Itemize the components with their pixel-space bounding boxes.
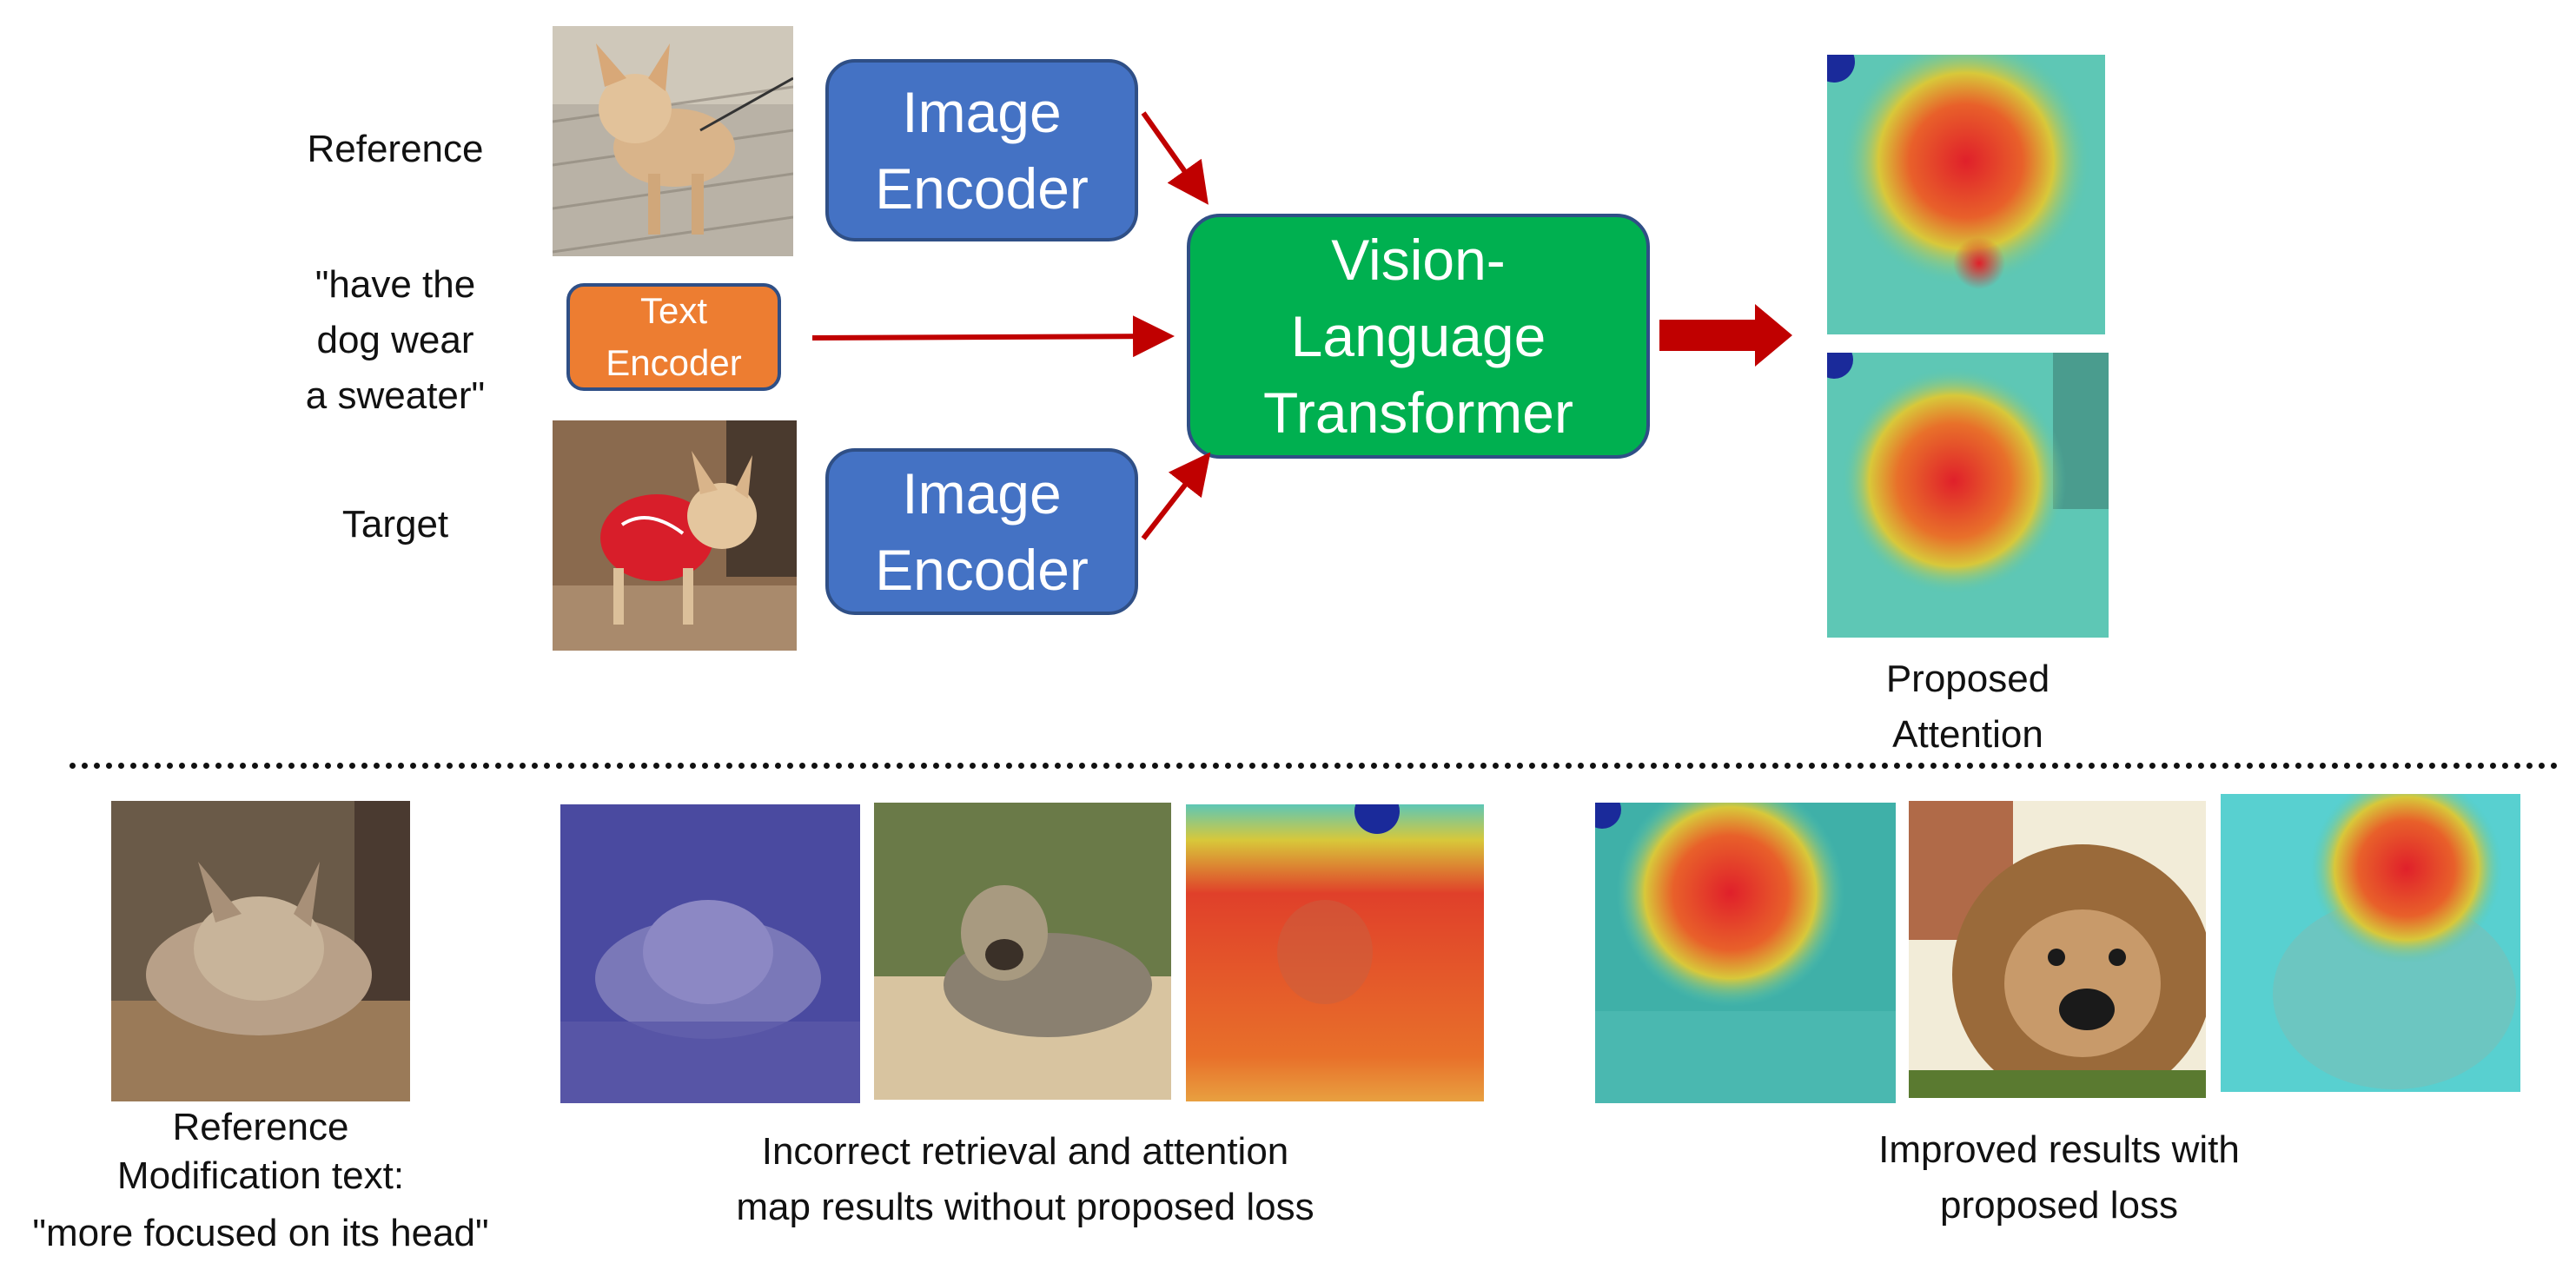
improved-retrieval-dog [1909,801,2206,1098]
target-image [553,420,797,651]
proposed-attention-line1: Proposed [1885,658,2050,700]
proposed-attention-map-top [1827,55,2105,334]
image-encoder-top-line2: Encoder [875,156,1089,221]
query-text-line2: dog wear [316,319,474,361]
text-encoder-line1: Text [639,290,708,331]
improved-attention-map-wolf [1595,803,1896,1103]
query-text-line3: a sweater" [305,374,486,417]
bottom-reference-caption-line1: Reference [172,1106,349,1148]
arrow-bottom-encoder-to-vlt [1141,452,1211,540]
query-text-line1: "have the [315,263,476,306]
bottom-reference-caption-line3: "more focused on its head" [32,1212,489,1254]
image-encoder-bottom-line2: Encoder [875,538,1089,602]
reference-image [553,26,793,256]
bottom-reference-image [111,801,410,1101]
improved-caption-line2: proposed loss [1940,1184,2178,1227]
arrow-top-encoder-to-vlt [1141,111,1209,205]
incorrect-attention-map-wolf [560,804,860,1103]
vlt-line2: Language [1290,304,1546,368]
proposed-attention-line2: Attention [1892,713,2043,756]
bottom-reference-caption-line2: Modification text: [116,1154,405,1197]
section-divider [70,763,2559,769]
incorrect-caption-line1: Incorrect retrieval and attention [761,1130,1289,1173]
big-output-arrow [1659,304,1792,367]
improved-caption-line1: Improved results with [1878,1128,2240,1171]
vlt-line3: Transformer [1263,380,1573,445]
incorrect-attention-map-hyena [1186,804,1484,1101]
incorrect-retrieval-hyena [874,803,1171,1100]
target-label: Target [341,503,449,546]
improved-attention-map-dog [2221,794,2520,1092]
incorrect-caption-line2: map results without proposed loss [736,1186,1314,1228]
text-encoder-line2: Encoder [606,342,742,383]
arrow-text-encoder-to-vlt [811,315,1175,358]
proposed-attention-map-bottom [1827,353,2109,638]
reference-label: Reference [307,128,484,170]
vlt-line1: Vision- [1331,228,1506,292]
image-encoder-bottom-line1: Image [902,461,1062,526]
image-encoder-top-line1: Image [902,80,1062,144]
